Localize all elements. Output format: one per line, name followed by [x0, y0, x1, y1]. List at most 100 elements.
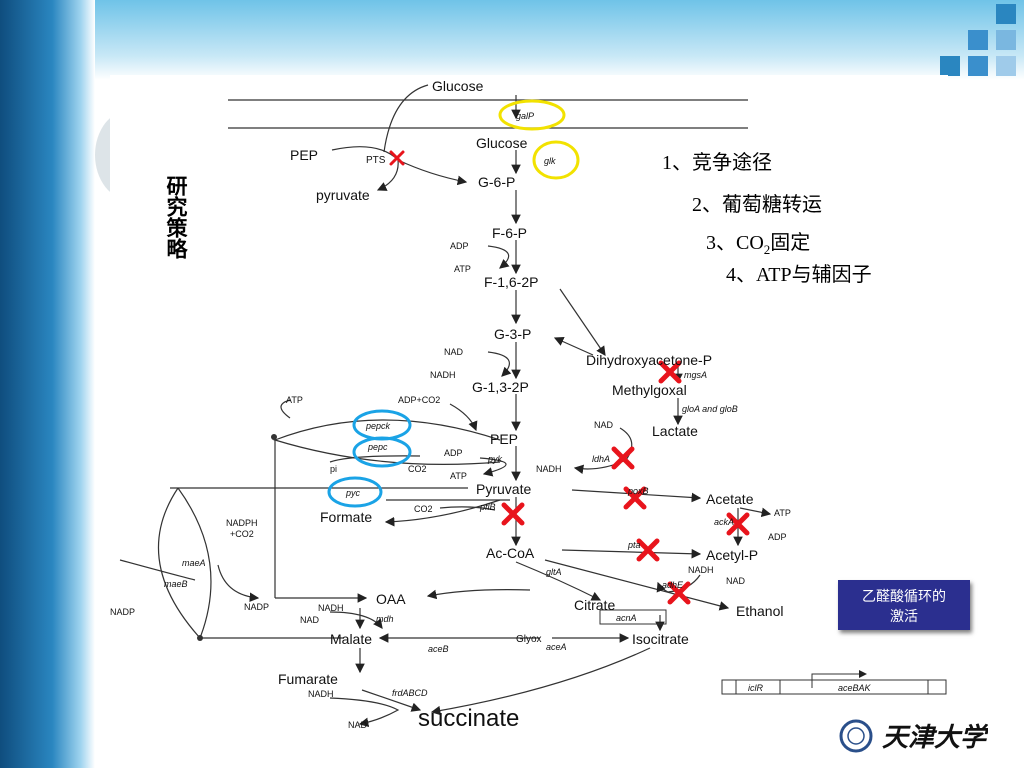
formate-label: Formate	[320, 509, 372, 525]
vertical-title: 研究策略	[164, 175, 188, 259]
operon-box	[721, 679, 947, 695]
strategy-1: 1、竞争途径	[662, 152, 772, 174]
strategy-3: 3、CO2固定	[706, 226, 810, 258]
cofactor-label: ATP	[450, 471, 467, 481]
knockout-x-icon	[611, 446, 635, 470]
gene-label: gloA and gloB	[682, 404, 738, 414]
g6p-label: G-6-P	[478, 174, 515, 190]
cofactor-label: NADH	[536, 464, 562, 474]
gene-label: poxB	[627, 486, 649, 496]
cofactor-label: ADP	[450, 241, 469, 251]
malate-label: Malate	[330, 631, 372, 647]
deco-square	[940, 56, 960, 76]
knockout-x-icon	[726, 512, 750, 536]
acetylp-label: Acetyl-P	[706, 547, 758, 563]
glucose-in-label: Glucose	[476, 135, 528, 151]
deco-square	[968, 30, 988, 50]
succinate-label: succinate	[418, 705, 519, 732]
accoa-label: Ac-CoA	[486, 545, 535, 561]
strategy-3-subscript: 2	[763, 242, 771, 257]
deco-square	[996, 4, 1016, 24]
gene-label: pflB	[479, 502, 496, 512]
deco-square	[996, 56, 1016, 76]
knockout-x-icon	[667, 581, 691, 605]
ethanol-label: Ethanol	[736, 603, 783, 619]
pyruvate-label: Pyruvate	[476, 481, 531, 497]
gene-label: glk	[544, 156, 556, 166]
pepc-highlight-circle	[352, 436, 412, 468]
gene-label: maeB	[164, 579, 188, 589]
gene-label: maeA	[182, 558, 206, 568]
cofactor-label: NADPH+CO2	[226, 518, 258, 539]
glyoxylate-box-line: 乙醛酸循环的	[862, 588, 946, 604]
gene-label: frdABCD	[392, 688, 428, 698]
dhap-label: Dihydroxyacetone-P	[586, 352, 712, 368]
gene-label: aceBAK	[838, 683, 872, 693]
g13p-label: G-1,3-2P	[472, 379, 529, 395]
cofactor-label: NAD	[444, 347, 464, 357]
gene-label: ackA	[714, 517, 734, 527]
gene-label: mdh	[376, 614, 394, 624]
cofactor-label: NADH	[688, 565, 714, 575]
glyoxylate-activation-box: 乙醛酸循环的激活	[838, 580, 970, 630]
metabolite-labels: Glucose Glucose G-6-P F-6-P F-1,6-2P G-3…	[278, 78, 783, 687]
cofactor-label: ATP	[774, 508, 791, 518]
cofactor-label: NADH	[318, 603, 344, 613]
glucose-out-label: Glucose	[432, 78, 484, 94]
gene-label: pta	[627, 540, 641, 550]
cofactor-label: NADH	[308, 689, 334, 699]
acetate-label: Acetate	[706, 491, 754, 507]
gene-label: pyc	[345, 488, 361, 498]
gene-label: adhE	[662, 580, 684, 590]
deco-square	[996, 30, 1016, 50]
cofactor-label: NADP	[110, 607, 135, 617]
cofactor-label: ATP	[454, 264, 471, 274]
galp-highlight-circle	[498, 99, 566, 131]
pts-label: PTS	[366, 155, 386, 166]
knockout-x-icon	[501, 502, 525, 526]
lactate-label: Lactate	[652, 423, 698, 439]
strategy-3-text: 3、CO	[706, 232, 764, 254]
cofactor-label: NAD	[348, 720, 368, 730]
gene-label: pepc	[367, 442, 388, 452]
university-logo: 天津大学	[838, 712, 990, 754]
cofactor-labels: ADP ATP NAD NADH ATP ADP+CO2 ADP pi CO2 …	[110, 241, 791, 730]
pyc-highlight-circle	[327, 476, 383, 508]
gene-label: pepck	[365, 421, 391, 431]
g3p-label: G-3-P	[494, 326, 531, 342]
knockout-markers	[389, 150, 750, 605]
cofactor-label: CO2	[408, 464, 427, 474]
knockout-x-icon	[623, 486, 647, 510]
pep-label: PEP	[490, 431, 518, 447]
f6p-label: F-6-P	[492, 225, 527, 241]
gene-label: aceA	[546, 642, 567, 652]
cofactor-label: CO2	[414, 504, 433, 514]
diagram-canvas	[110, 75, 948, 735]
strategy-4: 4、ATP与辅因子	[726, 264, 872, 286]
pyruvate-left-label: pyruvate	[316, 187, 370, 203]
methylglyoxal-label: Methylgoxal	[612, 382, 687, 398]
cofactor-label: pi	[330, 464, 337, 474]
deco-square	[968, 56, 988, 76]
knockout-x-icon	[636, 538, 660, 562]
cofactor-label: ADP	[768, 532, 787, 542]
gene-label: aceB	[428, 644, 449, 654]
acna-box	[599, 609, 667, 625]
glk-highlight-circle	[532, 140, 580, 180]
citrate-label: Citrate	[574, 597, 615, 613]
header-gradient	[0, 0, 1024, 80]
isocitrate-label: Isocitrate	[632, 631, 689, 647]
cofactor-label: ADP	[444, 448, 463, 458]
cofactor-label: NADH	[430, 370, 456, 380]
gene-label: acnA	[616, 613, 637, 623]
cofactor-label: ADP+CO2	[398, 395, 440, 405]
f16p-label: F-1,6-2P	[484, 274, 538, 290]
gene-label: iclR	[748, 683, 763, 693]
strategy-2: 2、葡萄糖转运	[692, 194, 822, 216]
cofactor-label: ATP	[286, 395, 303, 405]
gene-label: mgsA	[684, 370, 707, 380]
gene-labels: galP glk pepck pepc pyc pyk pflB mgsA gl…	[164, 111, 872, 698]
glyox-label: Glyox	[516, 634, 542, 645]
logo-emblem-icon	[839, 719, 873, 753]
cofactor-label: NAD	[594, 420, 614, 430]
